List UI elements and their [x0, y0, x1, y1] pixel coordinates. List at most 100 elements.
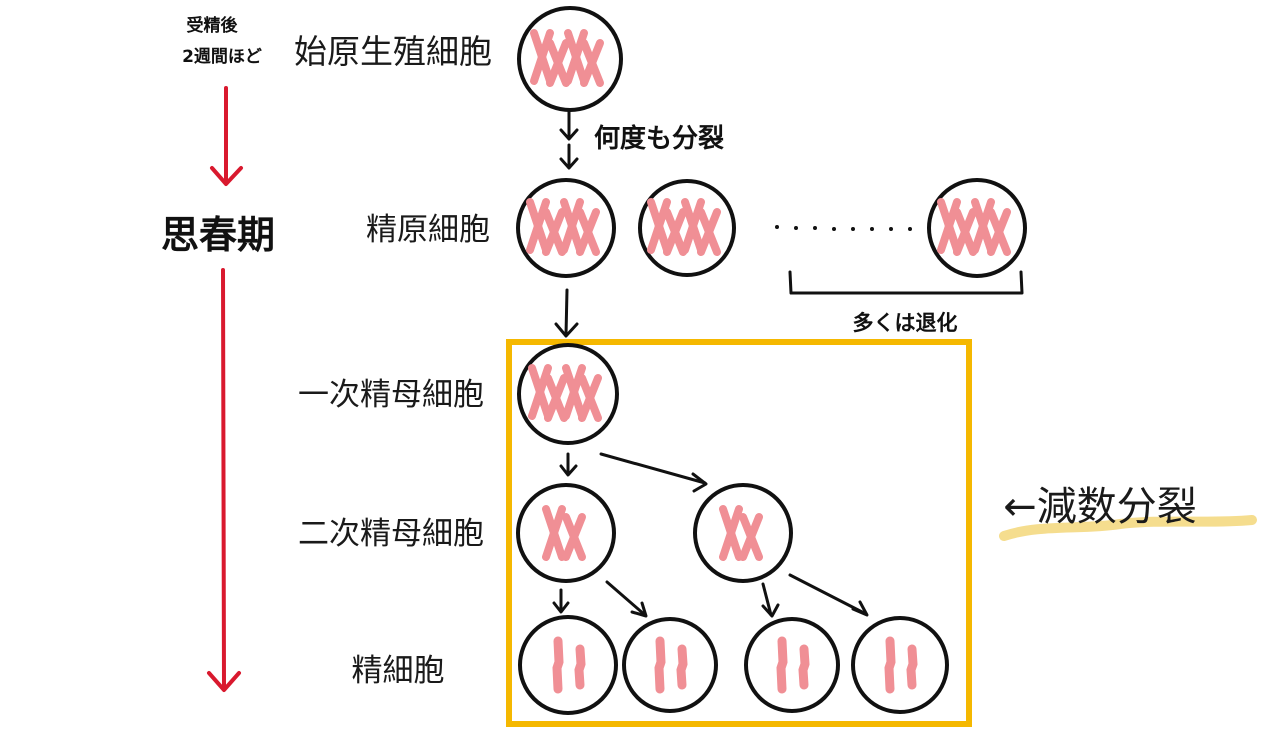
label-primary-spermatocyte: 一次精母細胞 [298, 377, 484, 413]
cell-circle-icon [638, 179, 736, 277]
chromosome-icon [574, 644, 586, 690]
arrow-primary-to-secondary-left-head [559, 464, 578, 477]
chromosome-icon [530, 29, 554, 85]
chromosome-icon [719, 505, 743, 561]
timeline-arrow-lower-head [207, 671, 241, 692]
arrow-secondary-right-to-spermatid-4 [788, 573, 868, 616]
chromosome-icon [953, 208, 977, 256]
chromosome-icon [776, 636, 788, 694]
cell-spermatogonium-n [927, 178, 1027, 278]
arrows [552, 110, 869, 618]
ellipsis-dot [908, 227, 912, 231]
ellipsis-dot [775, 225, 779, 229]
ellipsis-dot [813, 226, 817, 230]
cell-secondary-spermatocyte-left [516, 483, 616, 583]
arrow-secondary-left-to-spermatid-2-head [630, 601, 648, 618]
chromosome-icon [987, 208, 1011, 256]
chromosome-icon [552, 636, 564, 694]
meiosis-highlight [999, 515, 1257, 541]
chromosome-icon [663, 208, 687, 256]
timeline-note-line2: 2週間ほど [182, 47, 262, 67]
chromosome-icon [564, 29, 588, 85]
arrow-secondary-right-to-spermatid-4-head [851, 600, 869, 617]
timeline-label-puberty: 思春期 [161, 213, 275, 257]
chromosome-icon [647, 198, 671, 254]
ellipsis-dots [775, 225, 912, 231]
arrow-secondary-right-to-spermatid-3 [761, 582, 773, 617]
arrow-pgc-repeat-2-head [559, 157, 579, 170]
cell-circle-icon [927, 178, 1027, 278]
chromosome-icon [562, 513, 586, 561]
cell-primordial-germ [517, 6, 623, 112]
cell-spermatogonium-1 [516, 178, 616, 278]
cell-circle-icon [516, 483, 616, 583]
chromosome-icon [798, 644, 810, 690]
cell-circle-icon [517, 343, 619, 445]
chromosome-icon [681, 198, 705, 254]
cells [516, 6, 1027, 715]
arrow-secondary-left-to-spermatid-2 [605, 580, 647, 617]
chromosome-icon [528, 364, 552, 420]
label-spermatid: 精細胞 [352, 653, 445, 689]
chromosome-icon [697, 208, 721, 256]
cell-circle-icon [516, 178, 616, 278]
timeline-arrow-lower-shaft [221, 268, 226, 690]
arrow-primary-to-secondary-right [599, 452, 707, 485]
meiosis-box [506, 339, 972, 727]
cell-secondary-spermatocyte-right [693, 483, 793, 583]
annotation-repeated-division: 何度も分裂 [594, 123, 724, 154]
cell-spermatid-1 [518, 615, 618, 715]
annotation-meiosis: ←減数分裂 [1003, 484, 1197, 530]
chromosome-icon [560, 198, 584, 254]
chromosome-icon [562, 364, 586, 420]
chromosome-icon [739, 513, 763, 561]
chromosome-icon [542, 208, 566, 256]
cell-spermatid-2 [622, 617, 718, 713]
cell-primary-spermatocyte [517, 343, 619, 445]
annotation-mostly-degenerate: 多くは退化 [853, 311, 958, 335]
chromosome-icon [676, 644, 688, 690]
timeline: 受精後 2週間ほど 思春期 [161, 15, 275, 692]
chromosome-icon [576, 208, 600, 256]
cell-circle-icon [518, 615, 618, 715]
arrow-pgc-repeat-1-head [559, 128, 579, 141]
arrow-spermatogonium-to-primary-head [554, 322, 579, 338]
cell-spermatogonium-2 [638, 179, 736, 277]
bracket-line [788, 270, 1024, 295]
label-primordial-germ-cell: 始原生殖細胞 [294, 32, 492, 71]
stage-labels: 始原生殖細胞 精原細胞 一次精母細胞 二次精母細胞 精細胞 [294, 32, 492, 689]
arrow-spermatogonium-to-primary [564, 288, 569, 337]
cell-circle-icon [517, 6, 623, 112]
arrow-primary-to-secondary-right-head [691, 472, 708, 493]
chromosome-icon [544, 374, 568, 422]
cell-circle-icon [622, 617, 718, 713]
cell-spermatid-4 [851, 616, 949, 714]
cell-circle-icon [693, 483, 793, 583]
chromosome-icon [654, 636, 666, 694]
label-spermatogonium: 精原細胞 [366, 212, 490, 248]
ellipsis-dot [889, 227, 893, 231]
ellipsis-dot [870, 227, 874, 231]
arrow-secondary-left-to-spermatid-1-head [552, 601, 570, 614]
chromosome-icon [526, 198, 550, 254]
ellipsis-dot [794, 226, 798, 230]
timeline-note-line1: 受精後 [187, 15, 239, 36]
ellipsis-dot [851, 227, 855, 231]
arrow-secondary-right-to-spermatid-3-head [761, 603, 780, 618]
chromosome-icon [884, 636, 896, 694]
chromosome-icon [580, 39, 604, 87]
chromosome-icon [542, 505, 566, 561]
label-secondary-spermatocyte: 二次精母細胞 [298, 516, 484, 552]
degenerate-cells-bracket [788, 270, 1024, 295]
ellipsis-dot [832, 227, 836, 231]
cell-circle-icon [744, 617, 840, 713]
chromosome-icon [971, 198, 995, 254]
cell-spermatid-3 [744, 617, 840, 713]
chromosome-icon [578, 374, 602, 422]
cell-circle-icon [851, 616, 949, 714]
chromosome-icon [546, 39, 570, 87]
chromosome-icon [937, 198, 961, 254]
timeline-arrow-upper-head [210, 166, 243, 186]
chromosome-icon [906, 644, 918, 690]
